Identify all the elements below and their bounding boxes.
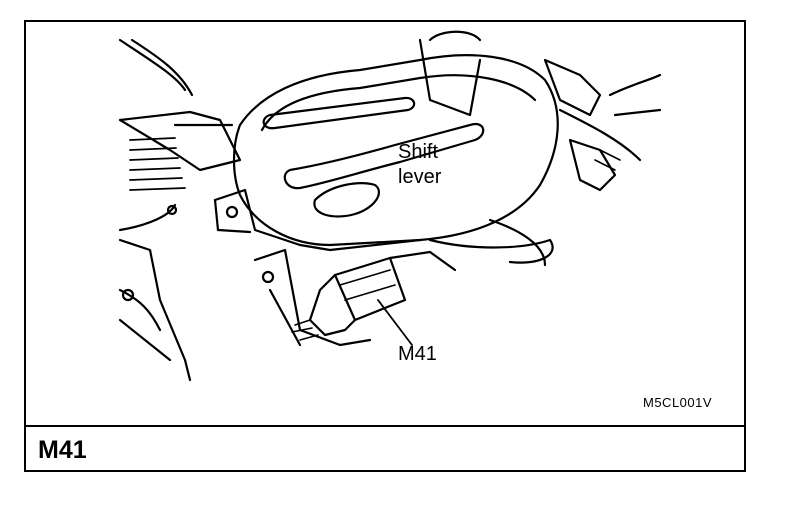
figure-frame (24, 20, 746, 472)
connector-label: M41 (398, 343, 437, 365)
figure-caption: M41 (38, 436, 87, 464)
reference-code: M5CL001V (643, 395, 713, 410)
shift-lever-illustration (118, 30, 662, 382)
caption-divider (24, 425, 746, 427)
shift-lever-label-line1: Shift (398, 141, 439, 163)
shift-lever-label-line2: lever (398, 166, 442, 188)
